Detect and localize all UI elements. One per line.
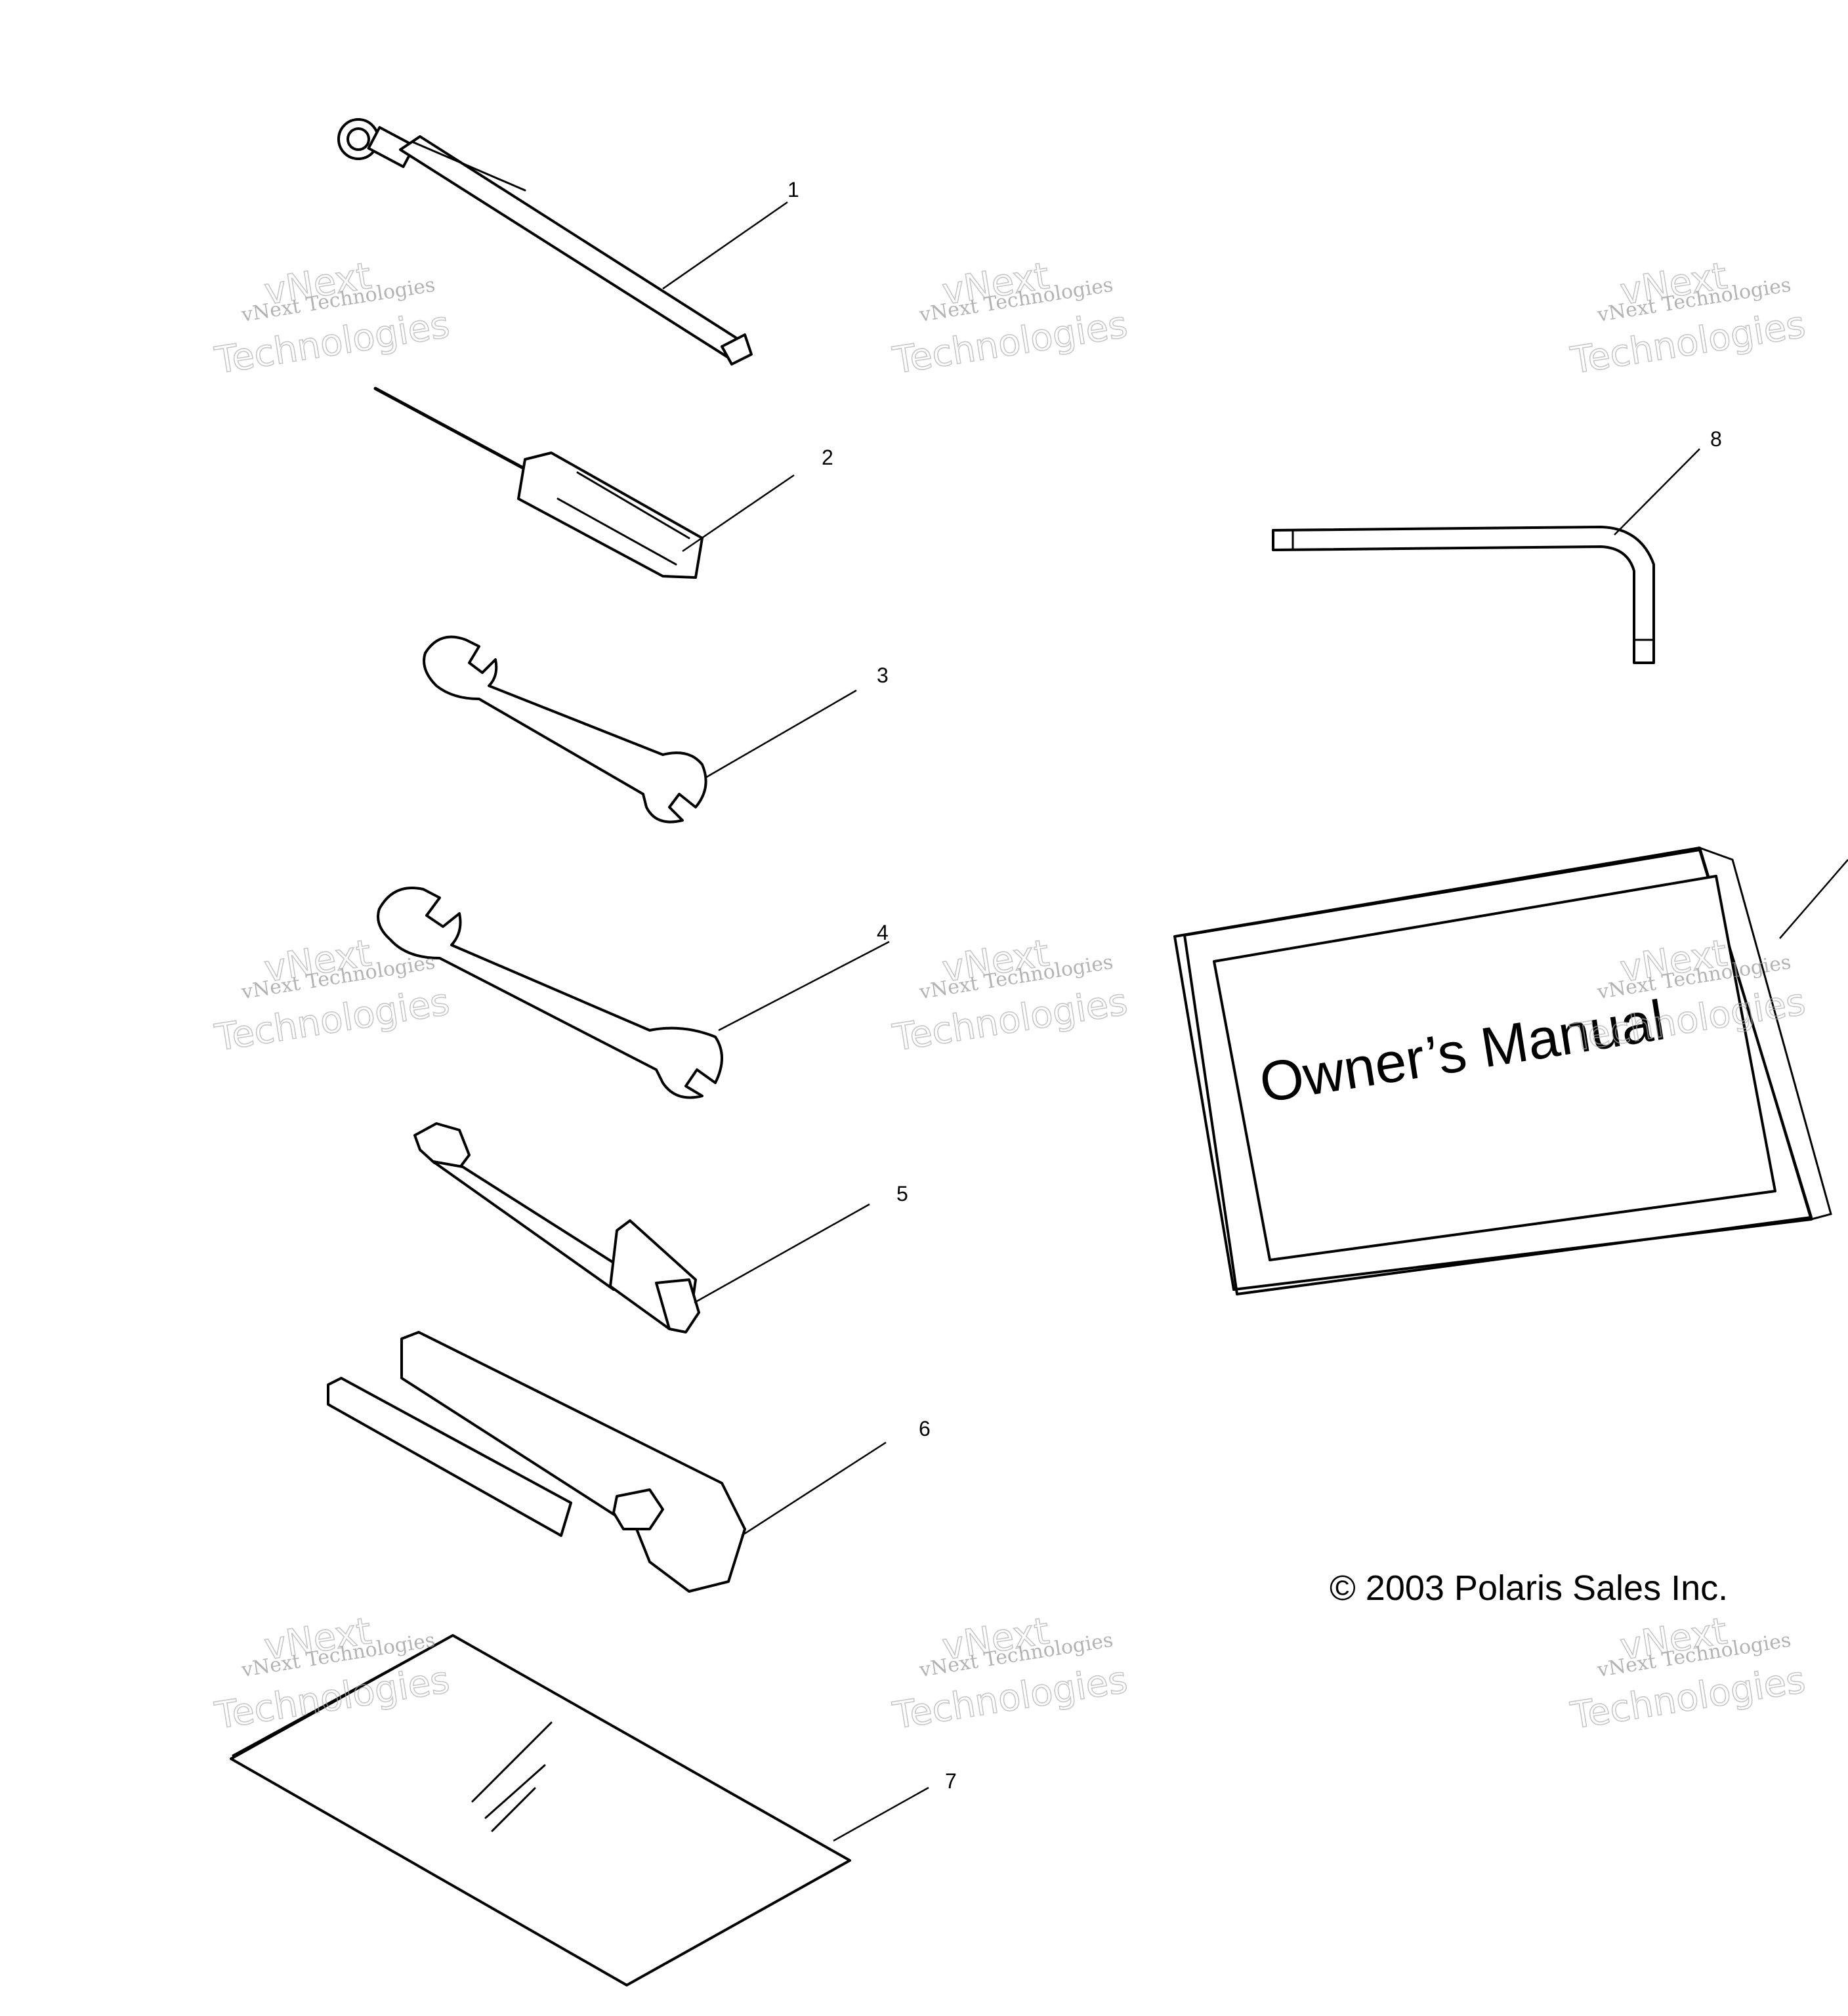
part-4-wrench-12-14: 4: [377, 887, 890, 1099]
callout-6: 6: [919, 1417, 931, 1440]
callout-8: 8: [1710, 427, 1722, 451]
callout-3: 3: [877, 663, 889, 687]
watermark: vNext Technologies vNext Technologies: [889, 1609, 1131, 1738]
watermark: vNext Technologies vNext Technologies: [889, 254, 1131, 383]
watermark: vNext Technologies vNext Technologies: [889, 931, 1131, 1060]
part-2-screwdriver: 2: [373, 387, 833, 579]
part-7-tool-bag: 7: [230, 1634, 957, 1986]
watermark: vNext Technologies vNext Technologies: [1567, 254, 1809, 383]
watermark: vNext Technologies vNext Technologies: [1567, 1609, 1809, 1738]
watermark: vNext Technologies vNext Technologies: [211, 254, 453, 383]
part-8-hex-key: 8: [1272, 427, 1722, 664]
part-3-wrench-8-10: 3: [423, 635, 889, 824]
callout-4: 4: [877, 921, 889, 944]
part-5-spark-plug-socket: 5: [413, 1122, 908, 1334]
owners-manual: Owner’s Manual: [1173, 846, 1848, 1295]
callout-2: 2: [822, 446, 833, 469]
copyright-text: © 2003 Polaris Sales Inc.: [1330, 1568, 1728, 1608]
callout-1: 1: [788, 178, 799, 201]
callout-5: 5: [896, 1182, 908, 1206]
part-1-pressure-gauge: 1: [337, 118, 799, 366]
part-6-combination-tool: 6: [327, 1331, 931, 1593]
callout-7: 7: [945, 1769, 957, 1793]
